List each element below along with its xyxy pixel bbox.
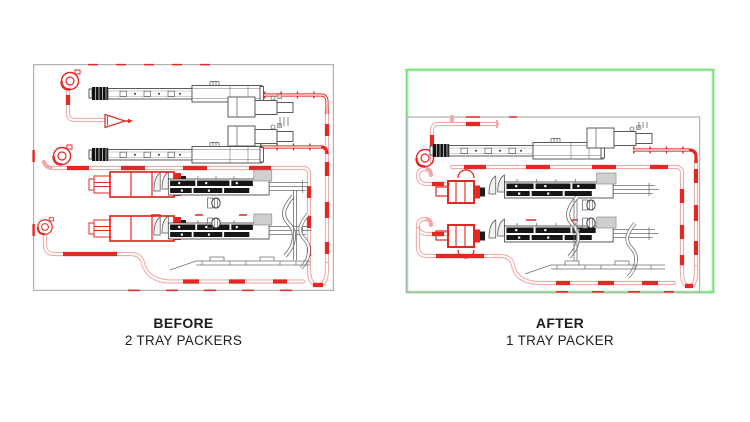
buffer-wheels (207, 197, 221, 209)
machine-pins (638, 122, 648, 128)
tray-line-2 (88, 122, 294, 164)
buffer-wheels (582, 199, 596, 211)
red-conveyor-routes (415, 114, 699, 289)
after-diagram-border (406, 116, 701, 293)
tray-line-1 (429, 122, 653, 160)
before-diagram-border (33, 64, 334, 292)
before-caption: BEFORE 2 TRAY PACKERS (33, 314, 334, 350)
machine-pins (279, 117, 289, 122)
red-conveyor-routes (41, 88, 330, 288)
spiral-accumulator (36, 216, 55, 236)
after-subtitle: 1 TRAY PACKER (506, 333, 614, 348)
before-subtitle: 2 TRAY PACKERS (124, 333, 243, 348)
funnel-chute (104, 113, 133, 129)
before-layout-diagram (32, 63, 334, 292)
vertical-guide (573, 199, 578, 261)
after-caption: AFTER 1 TRAY PACKER (406, 314, 714, 350)
red-machine-1 (435, 169, 486, 204)
before-title: BEFORE (153, 315, 214, 331)
gray-chute (282, 194, 296, 258)
spiral-accumulator (52, 143, 74, 166)
low-conveyor (524, 260, 666, 275)
case-packer-row-1 (488, 172, 660, 199)
after-title: AFTER (535, 315, 585, 331)
vertical-guide (293, 190, 297, 260)
red-machine-2 (435, 224, 486, 259)
machine-pins (279, 122, 289, 126)
after-layout-diagram (405, 68, 715, 294)
low-conveyor (169, 256, 311, 271)
tray-line-1 (88, 81, 294, 122)
spiral-accumulator (60, 68, 82, 91)
